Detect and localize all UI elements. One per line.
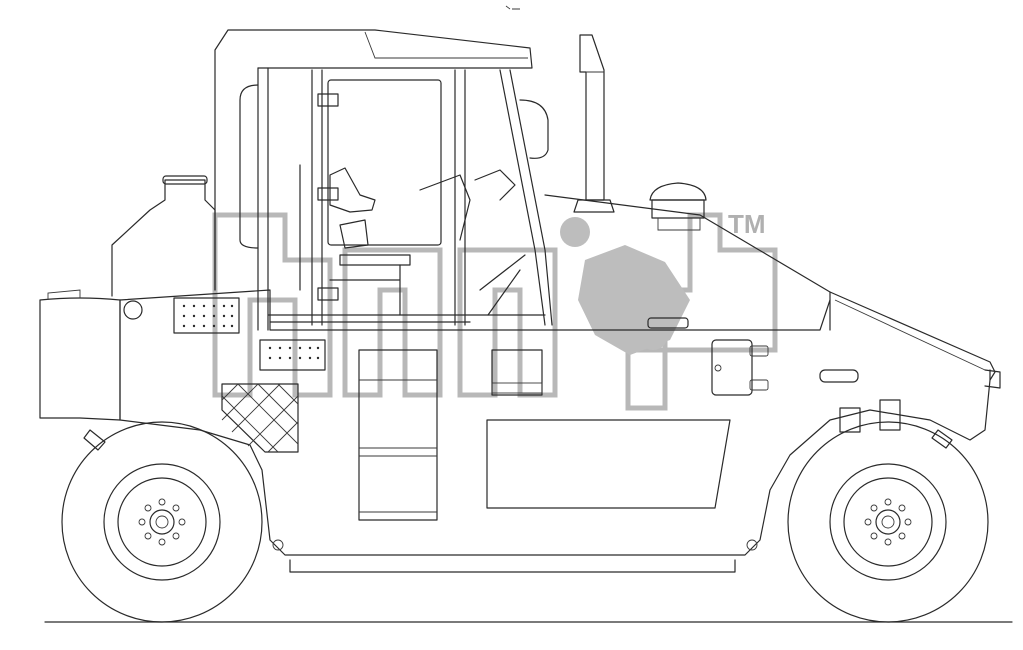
fuel-tank [111, 175, 216, 297]
exhaust-stack [573, 34, 615, 213]
rear-wheel [61, 421, 263, 623]
chassis-body [39, 194, 1001, 573]
grille-dots [182, 304, 320, 360]
air-filter [649, 182, 707, 231]
operator-cab [214, 29, 553, 331]
watermark-logo-icon [212, 212, 778, 411]
watermark-trademark: TM [728, 209, 766, 239]
top-mark [505, 5, 520, 10]
watermark-gear-icon [560, 217, 690, 355]
front-wheel [787, 421, 989, 623]
